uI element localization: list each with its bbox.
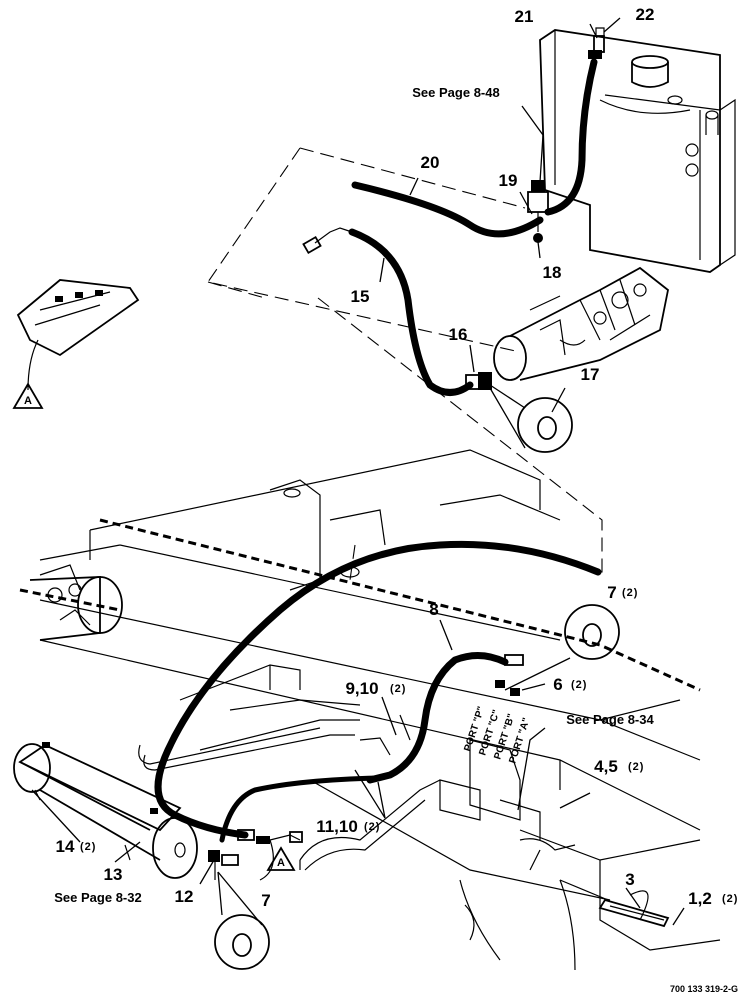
callout-17: 17 (581, 365, 600, 384)
detail-frame-upper (207, 147, 526, 353)
hose-15-assembly (302, 227, 492, 396)
detail-marker-a-lower: A (277, 857, 285, 869)
callout-14: 14 (56, 837, 75, 856)
qty-9-10: (2) (390, 683, 406, 695)
chassis-frame (19, 449, 721, 971)
qty-7-upper: (2) (622, 587, 638, 599)
callout-22: 22 (636, 5, 655, 24)
qty-4-5: (2) (628, 761, 644, 773)
callout-4-5: 4,5 (594, 757, 618, 776)
detail-marker-a-lower-group: A (266, 846, 296, 871)
detail-marker-a-upper: A (24, 395, 32, 407)
hose-8-assembly (366, 652, 524, 784)
hose-11 (219, 775, 381, 843)
callout-9-10: 9,10 (345, 679, 378, 698)
callout-21: 21 (515, 7, 534, 26)
callout-18: 18 (543, 263, 562, 282)
qty-11-10: (2) (364, 821, 380, 833)
fitting-12 (208, 829, 303, 881)
left-motor (29, 564, 123, 641)
part-3-bar (559, 879, 670, 928)
qty-6: (2) (571, 679, 587, 691)
steel-tubes (138, 664, 611, 901)
tank-top-fitting (588, 27, 605, 59)
control-panel: A (12, 279, 140, 409)
qty-1-2: (2) (722, 893, 738, 905)
callout-20: 20 (421, 153, 440, 172)
callout-13: 13 (104, 865, 123, 884)
hose-20 (351, 181, 544, 238)
page-ref-8-32: See Page 8-32 (54, 890, 141, 905)
callout-19: 19 (499, 171, 518, 190)
port-labels: PORT "P" PORT "C" PORT "B" PORT "A" (462, 705, 532, 765)
callout-11-10: 11,10 (316, 817, 358, 836)
callout-12: 12 (175, 887, 194, 906)
callout-15: 15 (351, 287, 370, 306)
callout-8: 8 (429, 600, 438, 619)
main-pressure-hose (154, 540, 602, 839)
callout-6: 6 (553, 675, 562, 694)
callout-7-lower: 7 (261, 891, 270, 910)
seal-detail-7-lower (214, 871, 270, 970)
callout-1-2: 1,2 (688, 889, 712, 908)
qty-14: (2) (80, 841, 96, 853)
hydraulic-pump (493, 266, 669, 381)
page-ref-8-34: See Page 8-34 (566, 712, 654, 727)
leader-lines (31, 17, 685, 926)
callout-labels: 21 22 See Page 8-48 20 19 18 15 16 17 7 … (54, 5, 738, 994)
callout-3: 3 (625, 870, 634, 889)
hydraulic-tank (539, 29, 736, 273)
seal-detail-17 (489, 384, 573, 453)
detail-frame-lower (317, 297, 603, 581)
seal-detail-7-upper (504, 604, 620, 691)
page-ref-8-48: See Page 8-48 (412, 85, 499, 100)
drawing-number: 700 133 319-2-G (670, 984, 738, 994)
callout-7-upper: 7 (607, 583, 616, 602)
callout-16: 16 (449, 325, 468, 344)
hose-tank-return (544, 58, 598, 216)
